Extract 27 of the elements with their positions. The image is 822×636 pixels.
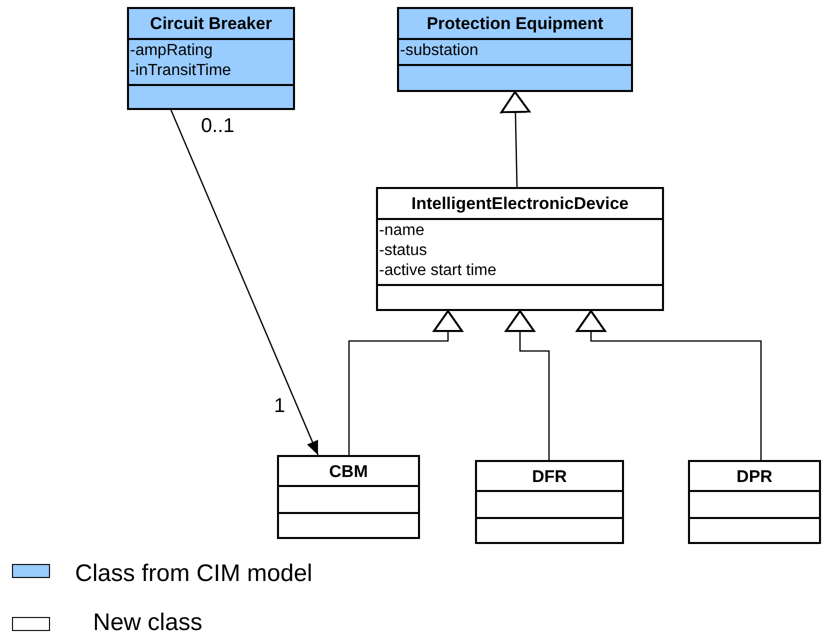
class-name: Protection Equipment — [426, 15, 604, 32]
class-box — [397, 7, 633, 92]
generalization-arrow — [500, 91, 530, 188]
legend-text: New class — [93, 611, 202, 635]
class-box — [127, 7, 295, 110]
generalization-arrow — [576, 310, 762, 460]
class-name: CBM — [329, 462, 368, 480]
generalization-arrow — [348, 310, 463, 455]
attribute-text: -substation — [400, 41, 478, 61]
association-arrow — [170, 110, 319, 456]
class-box — [475, 460, 624, 544]
legend-text: Class from CIM model — [75, 562, 312, 586]
class-name: IntelligentElectronicDevice — [411, 195, 629, 212]
class-name: Circuit Breaker — [150, 15, 272, 32]
class-box — [277, 455, 420, 539]
attribute-text: -ampRating — [130, 41, 213, 61]
attribute-text: -name — [379, 221, 424, 241]
attribute-text: -status — [379, 241, 428, 261]
multiplicity-label: 0..1 — [201, 116, 234, 136]
multiplicity-label: 1 — [274, 396, 286, 416]
generalization-arrow — [505, 310, 550, 460]
class-name: DPR — [736, 468, 772, 484]
attribute-text: -active start time — [379, 261, 496, 281]
class-box — [688, 460, 821, 544]
attribute-text: -inTransitTime — [130, 61, 232, 81]
class-box — [376, 187, 664, 311]
class-name: DFR — [532, 468, 567, 484]
